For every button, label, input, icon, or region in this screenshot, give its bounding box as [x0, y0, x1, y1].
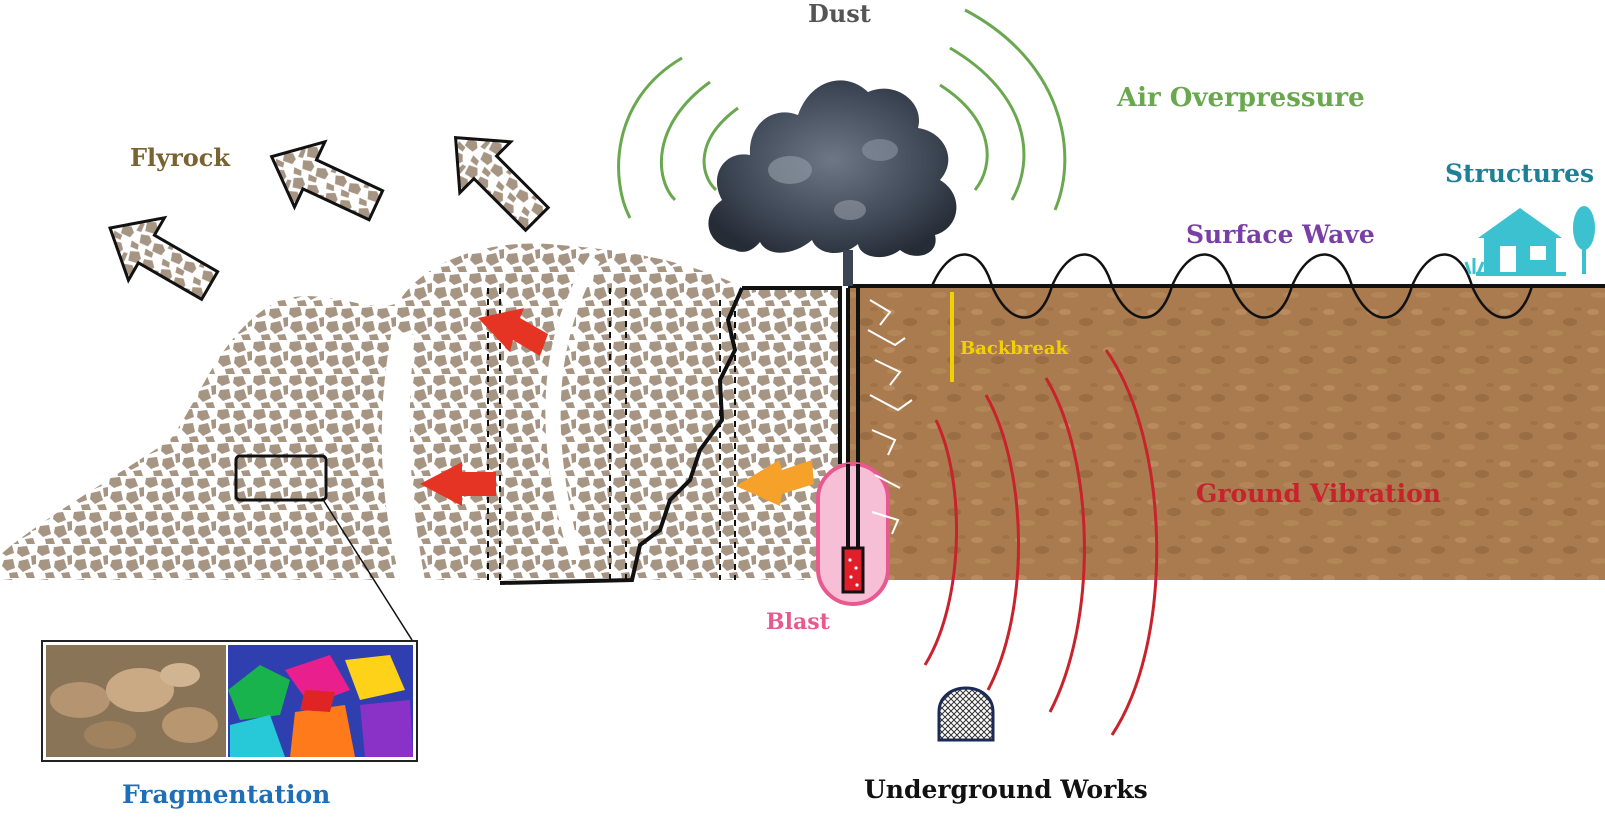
air-overpressure-arc	[964, 8, 1067, 211]
bench-outline-top	[742, 286, 842, 464]
house-icon	[1476, 208, 1566, 276]
callout-line	[321, 497, 413, 641]
dust-label: Dust	[808, 0, 871, 28]
blast-zone	[816, 462, 890, 606]
air-overpressure-label: Air Overpressure	[1117, 83, 1365, 113]
crack-line	[499, 287, 744, 585]
movement-arrow-red	[478, 308, 548, 356]
surface-wave-label: Surface Wave	[1186, 220, 1375, 249]
air-overpressure-arc	[949, 46, 1026, 201]
fragmentation-label: Fragmentation	[122, 780, 331, 809]
air-overpressure-arc	[659, 80, 711, 202]
air-overpressure-arc	[617, 56, 683, 219]
tunnel-icon	[937, 686, 995, 742]
ground-vibration-label: Ground Vibration	[1196, 479, 1441, 508]
underground-works-label: Underground Works	[864, 775, 1148, 804]
rock-gap-left	[381, 330, 425, 580]
ground-vibration-arc	[984, 394, 1020, 691]
soil-ground	[848, 286, 1605, 580]
flyrock-arrow-icon	[269, 139, 385, 222]
rock-gap-mid	[545, 255, 600, 560]
fragmentation-photo-panel	[41, 640, 418, 762]
tree-icon	[1573, 206, 1595, 274]
flyrock-arrow-icon	[453, 135, 551, 233]
muckpile-rock	[0, 243, 840, 580]
backbreak-label: Backbreak	[960, 338, 1068, 359]
fragmentation-inset-marker	[234, 454, 328, 502]
ground-vibration-arc	[1104, 349, 1159, 736]
air-overpressure-arc	[939, 83, 989, 191]
crack-marks	[867, 299, 913, 535]
explosive-charge-icon	[841, 546, 865, 594]
structures-label: Structures	[1445, 159, 1595, 188]
air-overpressure-arc	[702, 106, 739, 192]
movement-arrow-red	[420, 462, 496, 506]
surface-wave-line	[930, 253, 1534, 319]
flyrock-arrow-icon	[108, 215, 220, 302]
dust-cloud-icon	[708, 80, 957, 286]
movement-arrow-orange	[736, 460, 814, 506]
flyrock-label: Flyrock	[130, 143, 230, 172]
blast-label: Blast	[766, 609, 830, 635]
grass-icon	[1464, 258, 1485, 275]
ground-vibration-arc	[1044, 377, 1086, 713]
ground-vibration-arc	[923, 419, 959, 666]
